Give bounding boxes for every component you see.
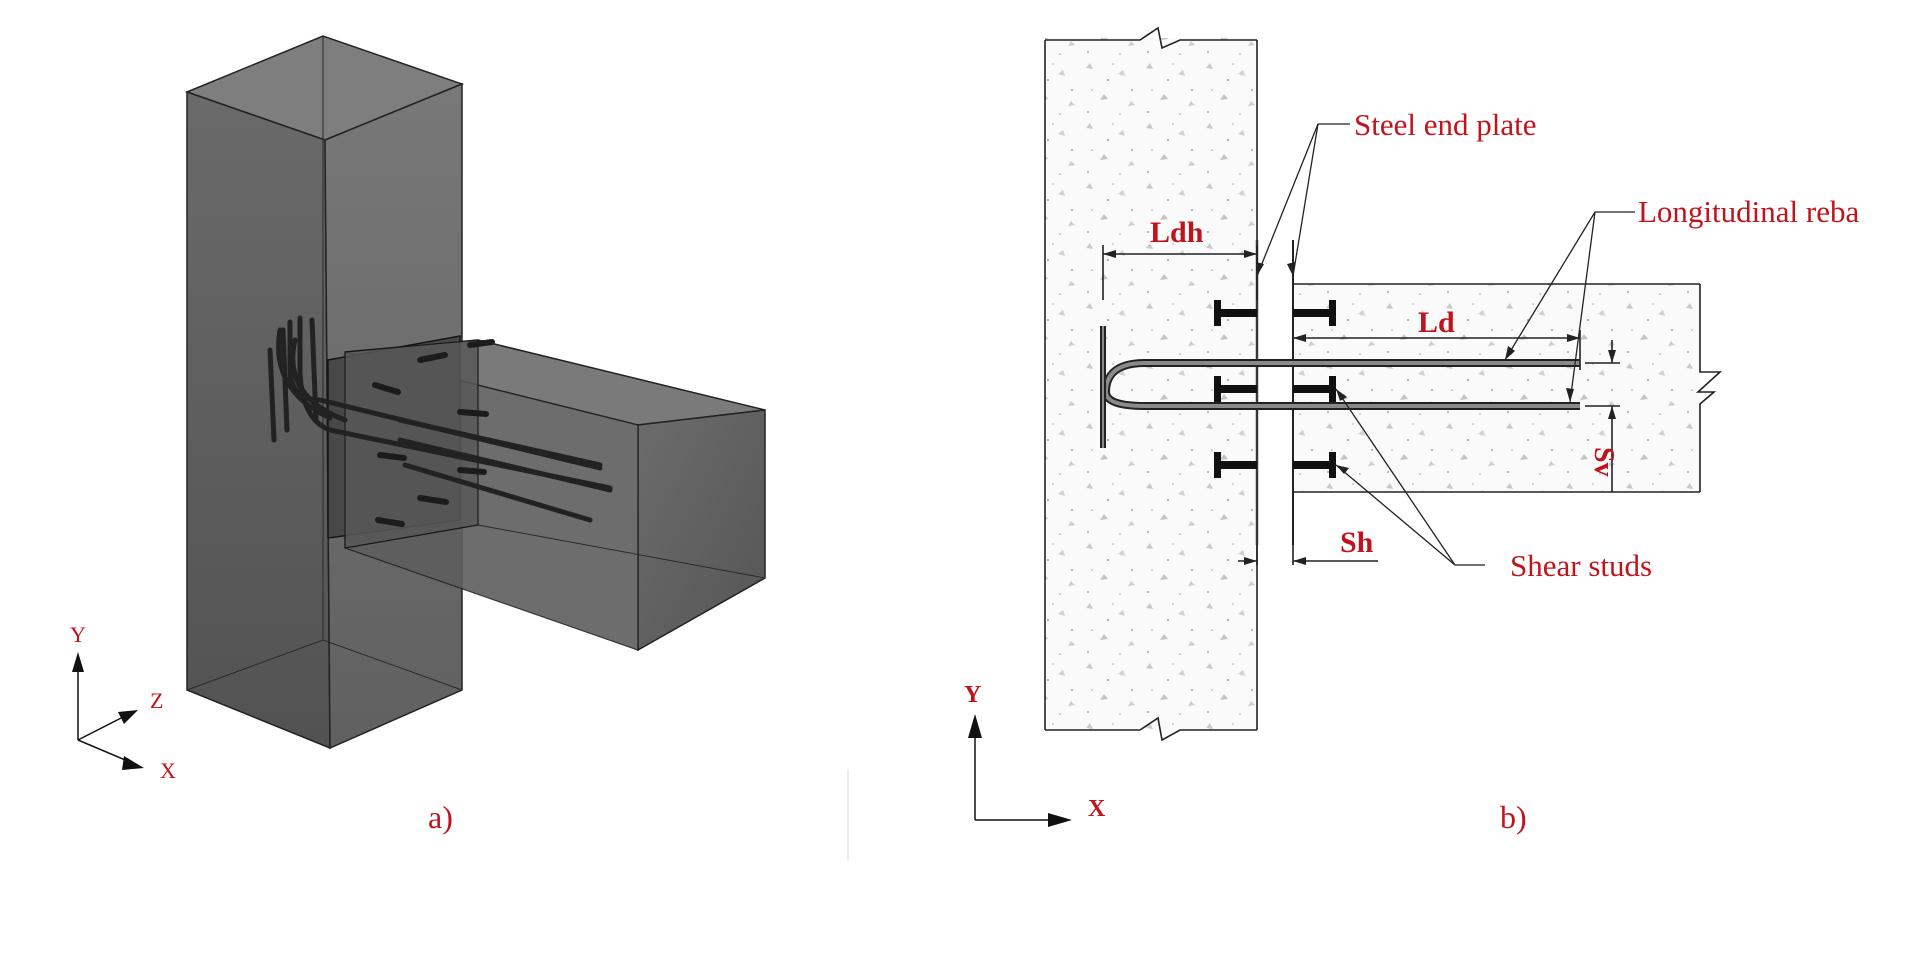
shear-studs	[1214, 300, 1336, 478]
dim-label-ld: Ld	[1418, 306, 1455, 339]
axis-triad-a: Y Z X	[70, 622, 176, 783]
dim-label-ldh: Ldh	[1150, 216, 1204, 249]
dimension-sh: Sh	[1238, 526, 1378, 565]
caption-a: a)	[428, 799, 453, 835]
dimension-ldh: Ldh	[1102, 216, 1258, 300]
label-steel-end-plate: Steel end plate	[1354, 107, 1537, 142]
axis-label-z-a: Z	[150, 688, 163, 713]
label-shear-studs: Shear studs	[1510, 548, 1652, 583]
longitudinal-rebars	[1100, 326, 1580, 448]
axis-label-x-b: X	[1088, 796, 1106, 822]
axis-label-x-a: X	[160, 758, 176, 783]
dimension-ld: Ld	[1293, 306, 1581, 370]
axis-label-y-a: Y	[70, 622, 86, 647]
axis-triad-b: Y X	[964, 682, 1106, 827]
dim-label-sh: Sh	[1340, 526, 1374, 559]
figure-a-isometric: Y Z X a)	[70, 35, 766, 835]
steel-end-plate	[1255, 240, 1294, 545]
dimension-sv: Sv	[1585, 340, 1620, 492]
column-section	[1044, 26, 1258, 742]
caption-b: b)	[1500, 799, 1527, 835]
shear-studs-3d	[372, 339, 495, 527]
beam-section	[1293, 283, 1723, 493]
dim-label-sv: Sv	[1588, 447, 1619, 477]
figure-b-section: Ldh Ld Sv Sh	[964, 26, 1859, 835]
steel-end-plate-3d	[327, 335, 479, 549]
axis-label-y-b: Y	[964, 682, 981, 708]
rebars-3d	[267, 315, 613, 523]
leader-lines	[1256, 123, 1635, 566]
label-longitudinal-rebar: Longitudinal reba	[1638, 194, 1859, 229]
